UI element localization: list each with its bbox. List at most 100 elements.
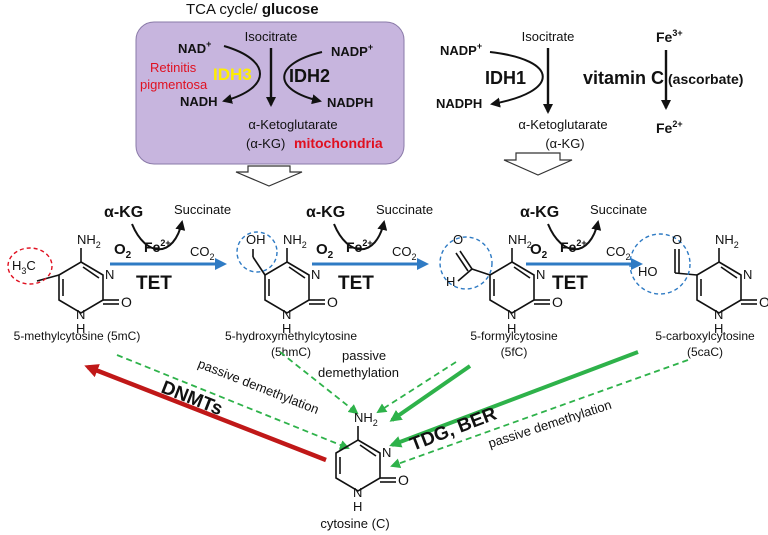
succinate-label: Succinate	[376, 202, 433, 217]
vitamin-c-label: vitamin C	[583, 68, 664, 88]
cyto-nadp-plus: NADP+	[440, 41, 482, 58]
fe-label: Fe2+	[346, 238, 373, 255]
succinate-label: Succinate	[590, 202, 647, 217]
h-label: H	[714, 321, 723, 336]
nh2-label: NH2	[715, 232, 739, 250]
h-label: H	[282, 321, 291, 336]
tdg-ber-label: TDG, BER	[407, 403, 500, 455]
n1-label: N	[353, 485, 362, 500]
tet-label: TET	[338, 273, 374, 294]
fe3-label: Fe3+	[656, 28, 683, 45]
n3-label: N	[536, 267, 545, 282]
demethylation-label-5hmc: demethylation	[318, 365, 399, 380]
o-label: O	[759, 294, 768, 310]
fe2-label: Fe2+	[656, 119, 683, 136]
molecule-abbr: (5fC)	[501, 345, 528, 359]
molecule-abbr: (5caC)	[687, 345, 723, 359]
double-bond	[82, 266, 100, 279]
carboxyl-o-label: O	[672, 232, 682, 247]
akg-label: α-KG	[306, 204, 345, 221]
akg-label: α-KG	[104, 204, 143, 221]
co2-label: CO2	[190, 244, 215, 262]
n3-label: N	[382, 445, 391, 460]
co2-label: CO2	[392, 244, 417, 262]
carboxyl-bond	[674, 272, 698, 276]
o-label: O	[398, 472, 409, 488]
cytosine-label: cytosine (C)	[320, 516, 389, 531]
double-bond	[513, 266, 531, 279]
n1-label: N	[76, 307, 85, 322]
aldehyde-h-bond	[457, 268, 473, 282]
cyto-akg-abbr: (α-KG)	[545, 136, 584, 151]
idh2-label: IDH2	[289, 66, 330, 86]
dnmts-label: DNMTs	[158, 377, 225, 420]
cyto-akg: α-Ketoglutarate	[518, 117, 607, 132]
mito-nadh: NADH	[180, 94, 218, 109]
methyl-bond	[36, 274, 60, 282]
molecule-name: 5-methylcytosine (5mC)	[14, 329, 141, 343]
mito-akg: α-Ketoglutarate	[248, 117, 337, 132]
akg-label: α-KG	[520, 204, 559, 221]
tet-label: TET	[136, 273, 172, 294]
passive-demethylation-5fc-arrow	[376, 361, 457, 414]
molecule-name: 5-formylcytosine	[470, 329, 558, 343]
o-label: O	[552, 294, 563, 310]
passive-demethylation-5cac-arrow	[390, 359, 689, 469]
passive-demethylation-5hmc-arrow	[279, 351, 359, 415]
nh2-label: NH2	[354, 410, 378, 428]
passive-label-5hmc: passive	[342, 348, 386, 363]
n3-label: N	[311, 267, 320, 282]
pyrimidine-ring	[264, 261, 310, 314]
h-label: H	[507, 321, 516, 336]
passive-demethylation-5mc-arrow	[116, 354, 350, 450]
double-bond	[359, 444, 377, 457]
tdg-ber-5cac-arrow	[389, 350, 639, 448]
retinitis-label: Retinitis	[150, 60, 197, 75]
pyrimidine-ring	[58, 261, 104, 314]
idh3-label: IDH3	[213, 65, 252, 84]
mito-nad-plus: NAD+	[178, 39, 211, 56]
pyrimidine-ring	[489, 261, 535, 314]
akg-succinate-curve-arrow	[547, 220, 602, 251]
co2-label: CO2	[606, 244, 631, 262]
double-bond	[288, 266, 306, 279]
dnmts-arrow	[84, 364, 327, 463]
double-bond	[720, 266, 738, 279]
pyrimidine-ring	[696, 261, 742, 314]
mito-isocitrate: Isocitrate	[245, 29, 298, 44]
n1-label: N	[507, 307, 516, 322]
mitochondria-label: mitochondria	[294, 135, 383, 151]
fe-label: Fe2+	[144, 238, 171, 255]
aldehyde-double-bond	[459, 250, 473, 270]
tdg-ber-5fc-arrow	[389, 364, 472, 422]
formyl-highlight-circle	[439, 236, 493, 290]
fe-label: Fe2+	[560, 238, 587, 255]
o-label: O	[121, 294, 132, 310]
nad-nadh-curve-arrow	[222, 45, 261, 104]
ascorbate-label: (ascorbate)	[668, 71, 743, 87]
tca-glucose-title: TCA cycle/ glucose	[186, 1, 319, 18]
formyl-o-label: O	[453, 232, 463, 247]
methyl-highlight-circle	[7, 247, 53, 285]
cyto-nadph: NADPH	[436, 96, 482, 111]
formyl-h-label: H	[446, 274, 455, 289]
nh2-label: NH2	[283, 232, 307, 250]
mito-hollow-arrow	[235, 165, 303, 187]
o2-label: O2	[316, 241, 334, 261]
idh1-label: IDH1	[485, 68, 526, 88]
methyl-group-label: H3C	[12, 258, 36, 276]
o2-label: O2	[114, 241, 132, 261]
carboxyl-ho-label: HO	[638, 264, 658, 279]
aldehyde-bond	[471, 268, 491, 276]
molecule-name: 5-hydroxymethylcytosine	[225, 329, 357, 343]
n1-label: N	[714, 307, 723, 322]
h-label: H	[76, 321, 85, 336]
